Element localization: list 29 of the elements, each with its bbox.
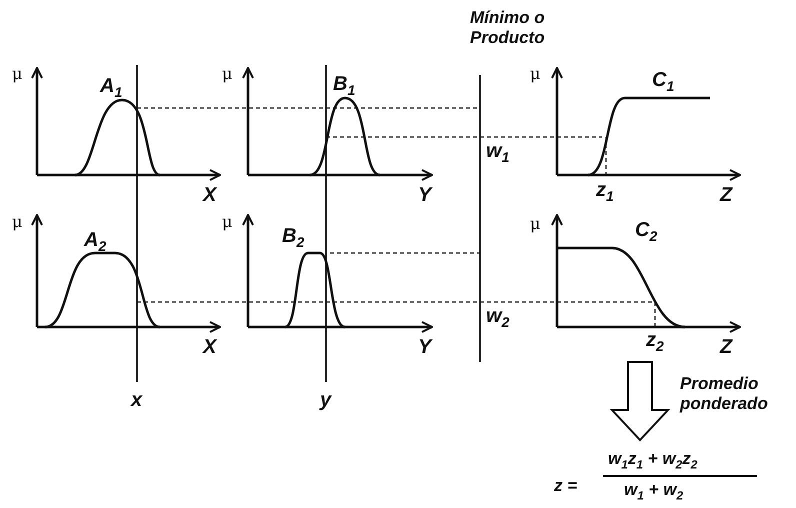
axis-label: Z: [720, 337, 732, 357]
axis-label: Y: [418, 185, 432, 205]
axis-label: μ: [12, 66, 22, 82]
input-label: x: [131, 390, 142, 410]
weight-label: w$_{1}$: [486, 141, 510, 164]
axis-label: z$_{2}$: [646, 330, 664, 353]
axis-label: μ: [530, 216, 540, 232]
set-label: A$_{1}$: [100, 76, 122, 99]
formula-text: w$_{1}$z$_{1}$ + w$_{2}$z$_{2}$: [608, 450, 698, 472]
weight-label: w$_{2}$: [486, 306, 510, 329]
set-label: C$_{2}$: [635, 220, 658, 243]
axis-label: X: [203, 185, 216, 205]
axis-label: μ: [222, 214, 232, 230]
axis-label: μ: [12, 214, 22, 230]
annotation: Promedio ponderado: [680, 374, 769, 415]
annotation: Mínimo o Producto: [470, 8, 546, 49]
formula-text: z =: [554, 477, 578, 494]
input-label: y: [320, 390, 332, 410]
formula-text: w$_{1}$ + w$_{2}$: [624, 481, 684, 502]
axis-label: z$_{1}$: [596, 180, 614, 203]
axis-label: μ: [530, 66, 540, 82]
axis-label: X: [203, 337, 216, 357]
axis-label: Z: [720, 185, 732, 205]
axis-label: Y: [418, 337, 432, 357]
set-label: B$_{2}$: [282, 226, 304, 249]
set-label: C$_{1}$: [652, 70, 674, 93]
set-label: A$_{2}$: [84, 230, 106, 253]
set-label: B$_{1}$: [333, 74, 356, 97]
axis-label: μ: [222, 66, 232, 82]
